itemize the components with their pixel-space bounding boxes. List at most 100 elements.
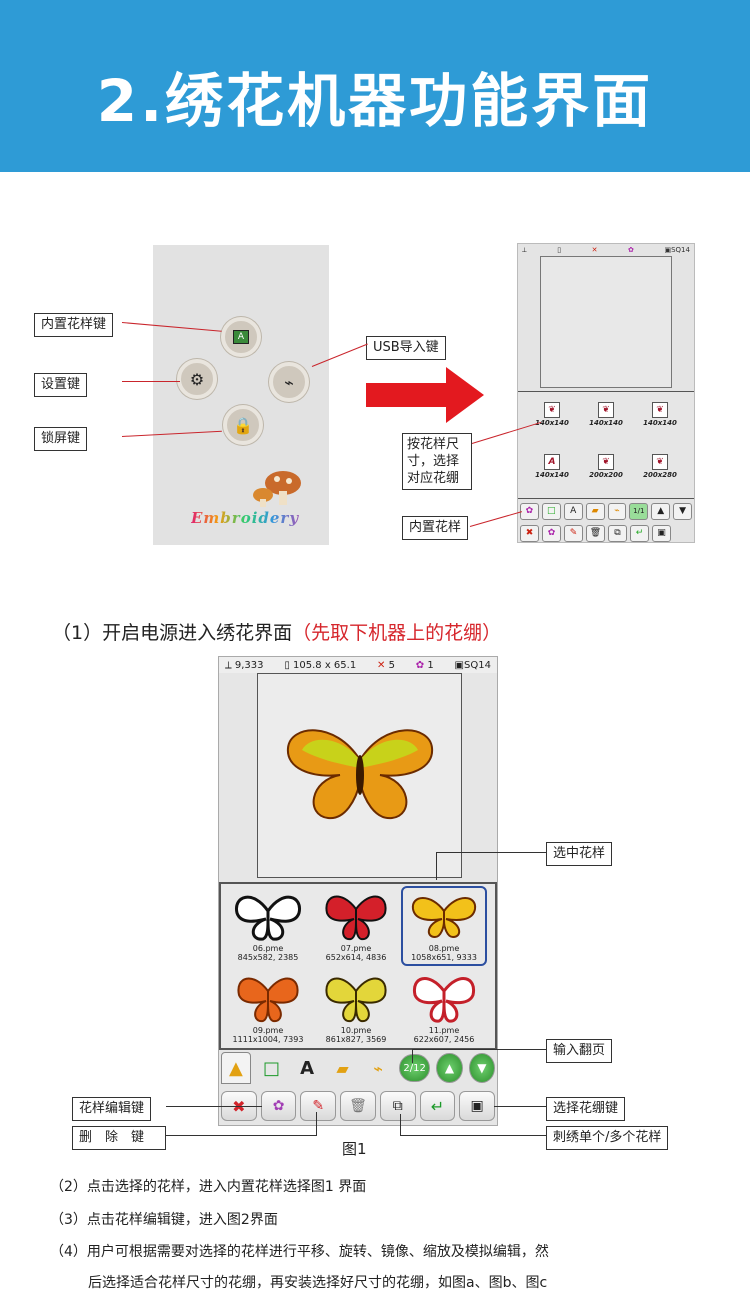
callout-hoop-select: 选择花绷键 xyxy=(546,1097,626,1121)
trash-icon: 🗑 xyxy=(349,1098,367,1114)
builtin-folder-tab[interactable]: ▲ xyxy=(221,1052,251,1084)
builtin-pattern-button[interactable]: A xyxy=(221,317,261,357)
section-title: （1）开启电源进入绣花界面 xyxy=(52,622,293,644)
hoop-label: ▣SQ14 xyxy=(664,246,690,254)
arrow-right-icon xyxy=(366,367,484,423)
status-bar: ⟂ 9,333 ▯ 105.8 x 65.1 ✕ 5 ✿ 1 ▣SQ14 xyxy=(219,657,497,673)
pattern-name: 06.pme xyxy=(252,944,284,953)
butterfly-icon: ❦ xyxy=(598,402,614,418)
butterfly-icon xyxy=(237,977,299,1023)
frame-tab[interactable]: □ xyxy=(257,1052,287,1084)
folder-icon[interactable]: ▰ xyxy=(585,502,605,520)
callout-builtin-pattern: 内置花样键 xyxy=(34,313,114,337)
letter-a-icon: A xyxy=(300,1057,315,1079)
settings-button[interactable]: ⚙ xyxy=(177,359,217,399)
hoop-option[interactable]: ❦200x280 xyxy=(634,452,686,492)
mushroom-illustration xyxy=(253,471,301,507)
arrow-down-icon: ▼ xyxy=(477,1061,487,1075)
category-tabs: ▲ □ A ▰ ⌁ 2/12 ▲ ▼ xyxy=(219,1050,497,1086)
hoop-icon: ▣ xyxy=(454,659,464,671)
erase-icon[interactable]: ✎ xyxy=(564,524,583,542)
page-indicator[interactable]: 1/1 xyxy=(629,502,649,520)
pattern-edit-button[interactable]: ✿ xyxy=(260,1091,297,1121)
stitch-count: ⟂ 9,333 xyxy=(225,659,264,671)
butterfly-icon: ❦ xyxy=(544,402,560,418)
page-title: 2.绣花机器功能界面 xyxy=(96,67,654,135)
arrow-up-icon[interactable]: ▲ xyxy=(651,502,671,520)
hoop-gear-icon: ▣ xyxy=(470,1098,484,1114)
callout-settings: 设置键 xyxy=(34,373,88,397)
callout-edit: 花样编辑键 xyxy=(72,1097,152,1121)
eraser-icon: ✎ xyxy=(312,1098,325,1114)
folder-tab[interactable]: ▰ xyxy=(328,1052,358,1084)
butterfly-icon: ❦ xyxy=(652,454,668,470)
font-icon[interactable]: A xyxy=(563,502,583,520)
hoop-size-icon: ▯ xyxy=(557,246,562,254)
square-frame-icon: □ xyxy=(263,1057,281,1079)
color-icon: ✿ xyxy=(628,246,634,254)
pattern-name: 08.pme xyxy=(428,944,460,953)
pattern-size: ▯ 105.8 x 65.1 xyxy=(284,659,357,671)
hoop-select-button[interactable]: ▣ xyxy=(459,1091,496,1121)
section-heading: （1）开启电源进入绣花界面（先取下机器上的花绷） xyxy=(52,618,501,645)
hoop-option[interactable]: ❦140x140 xyxy=(580,400,632,440)
pattern-info: 1111x1004, 7393 xyxy=(232,1035,304,1044)
leader-line xyxy=(122,381,180,382)
pattern-tile[interactable]: 07.pme 652x614, 4836 xyxy=(313,888,399,968)
lock-screen-button[interactable]: 🔒 xyxy=(223,405,263,445)
embroidery-preview-area xyxy=(540,256,672,388)
cancel-icon[interactable]: ✖ xyxy=(520,524,539,542)
leader-line xyxy=(469,511,523,527)
embroidery-logo: Embroidery xyxy=(191,509,300,527)
flower-edit-icon: ✿ xyxy=(272,1098,285,1114)
arrow-down-icon[interactable]: ▼ xyxy=(673,502,692,520)
erase-button[interactable]: ✎ xyxy=(300,1091,337,1121)
stitch-icon: ✕ xyxy=(591,246,598,254)
embroider-icon[interactable]: ⧉ xyxy=(608,524,627,542)
confirm-button[interactable]: ↵ xyxy=(419,1091,456,1121)
butterfly-icon: ❦ xyxy=(598,454,614,470)
delete-button[interactable]: 🗑 xyxy=(340,1091,376,1121)
leader-line xyxy=(436,852,546,853)
pattern-name: 07.pme xyxy=(340,944,372,953)
embroidery-preview-area xyxy=(257,673,462,878)
butterfly-icon xyxy=(235,895,301,941)
page-up-button[interactable]: ▲ xyxy=(436,1053,463,1083)
edit-pattern-icon[interactable]: ✿ xyxy=(542,524,561,542)
usb-tab[interactable]: ⌁ xyxy=(363,1052,393,1084)
flower-icon[interactable]: ✿ xyxy=(520,502,539,520)
usb-icon: ⌁ xyxy=(373,1058,383,1078)
usb-import-button[interactable]: ⌁ xyxy=(269,362,309,402)
delete-icon[interactable]: 🗑 xyxy=(586,524,605,542)
pattern-tile-selected[interactable]: 08.pme 1058x651, 9333 xyxy=(401,886,487,966)
embroider-button[interactable]: ⧉ xyxy=(379,1091,416,1121)
hoop-size-label: 140x140 xyxy=(535,471,569,479)
usb-icon: ⌁ xyxy=(284,372,294,392)
leader-line xyxy=(412,1049,413,1063)
pattern-tile[interactable]: 10.pme 861x827, 3569 xyxy=(313,970,399,1050)
enter-icon[interactable]: ↵ xyxy=(630,524,649,542)
frame-icon[interactable]: □ xyxy=(541,502,561,520)
pattern-tile[interactable]: 09.pme 1111x1004, 7393 xyxy=(225,970,311,1050)
usb-icon[interactable]: ⌁ xyxy=(607,502,627,520)
status-bar: ⟂ ▯ ✕ ✿ ▣SQ14 xyxy=(518,244,694,256)
page-down-button[interactable]: ▼ xyxy=(468,1053,495,1083)
hoop-option[interactable]: ❦140x140 xyxy=(526,400,578,440)
font-tab[interactable]: A xyxy=(292,1052,322,1084)
callout-embroider: 刺绣单个/多个花样 xyxy=(546,1126,669,1150)
pattern-info: 1058x651, 9333 xyxy=(411,953,477,962)
instruction-line: （3）点击花样编辑键，进入图2界面 xyxy=(50,1212,278,1228)
pattern-tile[interactable]: 06.pme 845x582, 2385 xyxy=(225,888,311,968)
instruction-line: 后选择适合花样尺寸的花绷，再安装选择好尺寸的花绷，如图a、图b、图c xyxy=(88,1275,548,1291)
butterfly-icon xyxy=(412,977,476,1023)
page-indicator[interactable]: 2/12 xyxy=(398,1054,431,1082)
letter-a-icon: A xyxy=(544,454,560,470)
hoop-option[interactable]: ❦140x140 xyxy=(634,400,686,440)
embroider-icon: ⧉ xyxy=(392,1098,403,1114)
hoop-option[interactable]: ❦200x200 xyxy=(580,452,632,492)
hoop-select-icon[interactable]: ▣ xyxy=(652,524,671,542)
butterfly-icon xyxy=(411,897,477,939)
pattern-tile[interactable]: 11.pme 622x607, 2456 xyxy=(401,970,487,1050)
thread-icon: ✕ xyxy=(377,659,389,671)
